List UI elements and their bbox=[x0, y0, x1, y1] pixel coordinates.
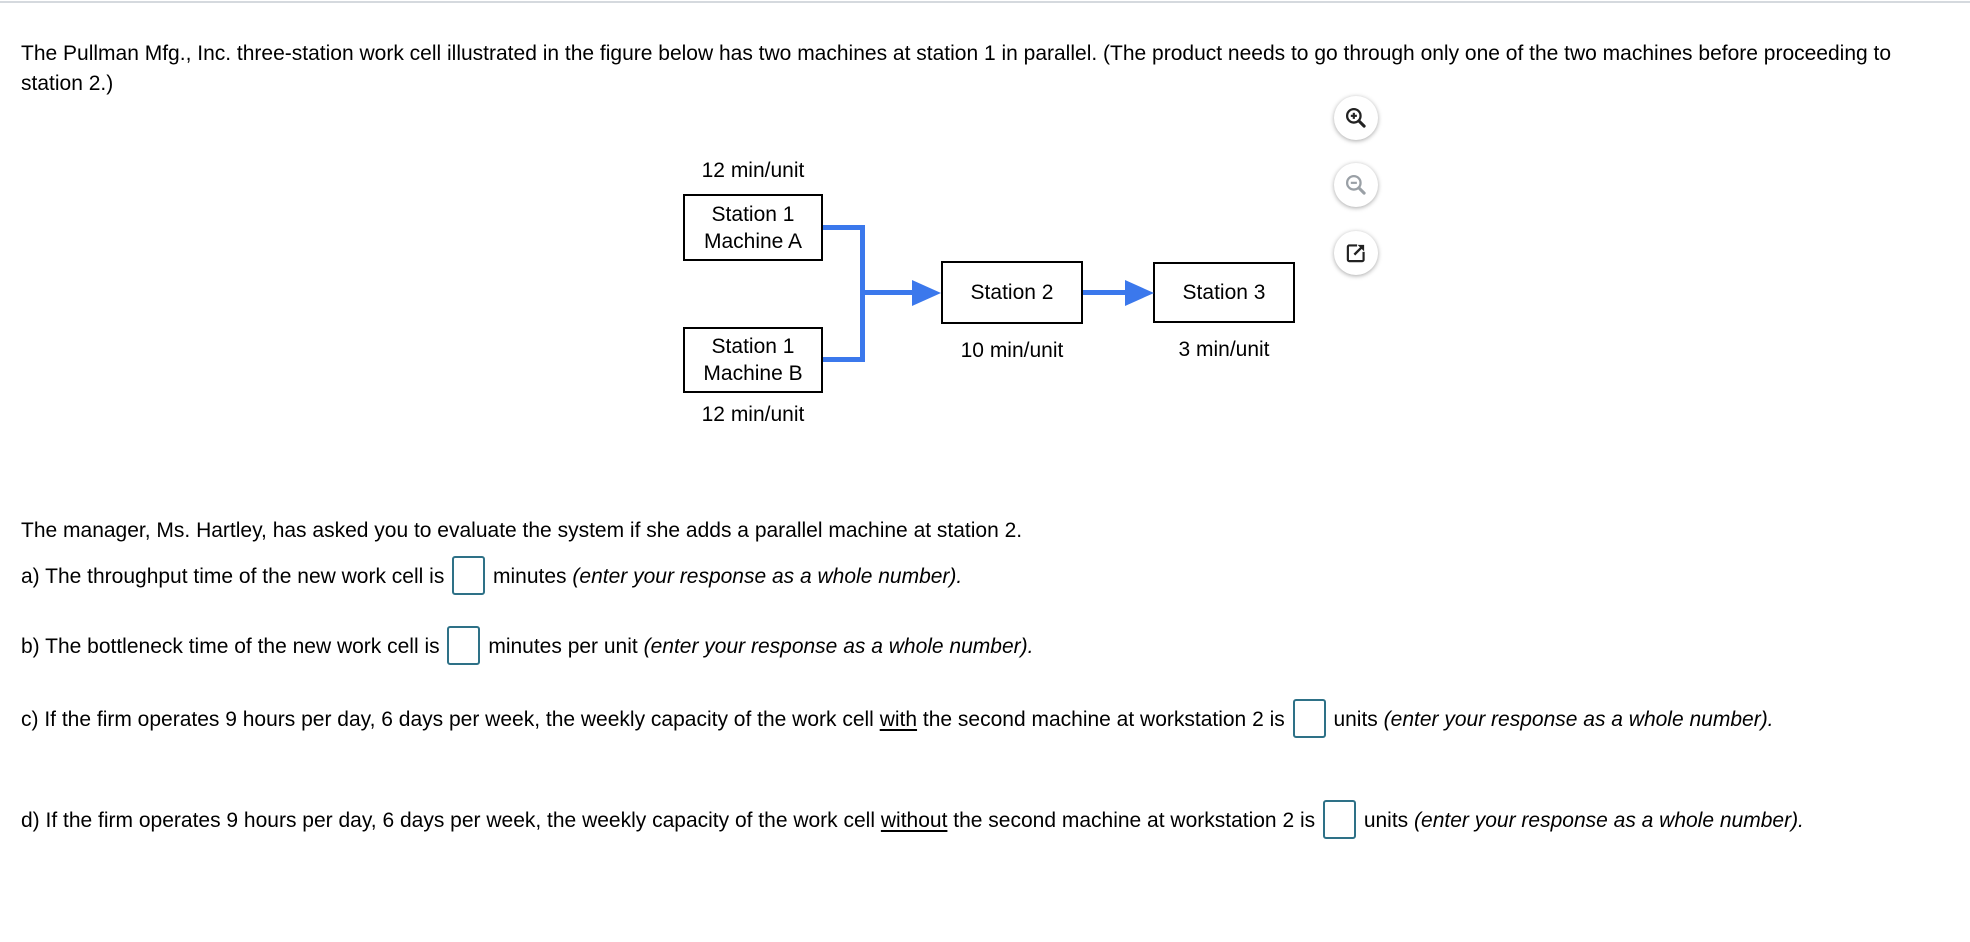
station1-machine-a-rate: 12 min/unit bbox=[701, 159, 805, 182]
zoom-in-button[interactable] bbox=[1334, 96, 1378, 140]
question-d-note: (enter your response as a whole number). bbox=[1414, 809, 1804, 833]
question-c-unit: units bbox=[1333, 708, 1378, 732]
arrow-to-station3-shaft bbox=[1083, 290, 1127, 295]
station3-box: Station 3 bbox=[1153, 262, 1295, 323]
question-a-lead: a) The throughput time of the new work c… bbox=[21, 565, 445, 589]
station3-label: Station 3 bbox=[1182, 281, 1266, 304]
question-d-lead2: the second machine at workstation 2 is bbox=[953, 809, 1316, 833]
station3-rate: 3 min/unit bbox=[1178, 338, 1270, 361]
open-external-button[interactable] bbox=[1334, 231, 1378, 275]
question-b: b) The bottleneck time of the new work c… bbox=[21, 626, 1949, 667]
question-d-unit: units bbox=[1363, 809, 1409, 833]
question-d: d) If the firm operates 9 hours per day,… bbox=[21, 800, 1949, 841]
station1-machine-b-line2: Machine B bbox=[703, 362, 803, 385]
arrow-to-station3-head bbox=[1125, 280, 1154, 306]
connector-machine-b bbox=[823, 357, 865, 362]
question-c-underlined-word: with bbox=[879, 708, 918, 732]
answer-input-c[interactable] bbox=[1292, 699, 1326, 738]
zoom-out-button[interactable] bbox=[1334, 163, 1378, 207]
arrow-to-station2-shaft bbox=[862, 290, 914, 295]
answer-input-b[interactable] bbox=[447, 626, 481, 665]
question-b-lead: b) The bottleneck time of the new work c… bbox=[21, 635, 440, 659]
problem-statement: The Pullman Mfg., Inc. three-station wor… bbox=[21, 42, 1892, 95]
answer-input-a[interactable] bbox=[452, 556, 486, 595]
station1-machine-b-rate: 12 min/unit bbox=[701, 403, 805, 426]
answer-input-d[interactable] bbox=[1322, 800, 1356, 839]
question-a: a) The throughput time of the new work c… bbox=[21, 556, 1949, 597]
zoom-out-icon bbox=[1345, 174, 1366, 195]
station1-machine-a-line1: Station 1 bbox=[711, 202, 795, 226]
station1-machine-b-line1: Station 1 bbox=[711, 335, 795, 358]
connector-machine-a bbox=[823, 225, 865, 230]
manager-statement: The manager, Ms. Hartley, has asked you … bbox=[21, 519, 1023, 542]
top-divider bbox=[0, 1, 1970, 3]
question-b-unit: minutes per unit bbox=[488, 635, 638, 659]
question-b-note: (enter your response as a whole number). bbox=[643, 635, 1034, 659]
external-link-icon bbox=[1346, 244, 1365, 263]
station2-rate: 10 min/unit bbox=[960, 339, 1064, 362]
station1-machine-b-box: Station 1 Machine B bbox=[683, 327, 823, 393]
station2-label: Station 2 bbox=[970, 281, 1054, 304]
question-c: c) If the firm operates 9 hours per day,… bbox=[21, 699, 1949, 740]
question-d-lead1: d) If the firm operates 9 hours per day,… bbox=[21, 809, 876, 833]
station2-box: Station 2 bbox=[941, 261, 1083, 324]
question-c-lead1: c) If the firm operates 9 hours per day,… bbox=[21, 708, 874, 732]
station1-machine-a-line2: Machine A bbox=[703, 229, 803, 253]
zoom-in-icon bbox=[1345, 107, 1366, 128]
arrow-to-station2-head bbox=[912, 280, 941, 306]
question-a-note: (enter your response as a whole number). bbox=[572, 565, 963, 589]
question-a-unit: minutes bbox=[493, 565, 567, 589]
question-c-note: (enter your response as a whole number). bbox=[1383, 708, 1774, 732]
question-c-lead2: the second machine at workstation 2 is bbox=[922, 708, 1285, 732]
station1-machine-a-box: Station 1 Machine A bbox=[683, 194, 823, 261]
question-d-underlined-word: without bbox=[880, 809, 948, 833]
